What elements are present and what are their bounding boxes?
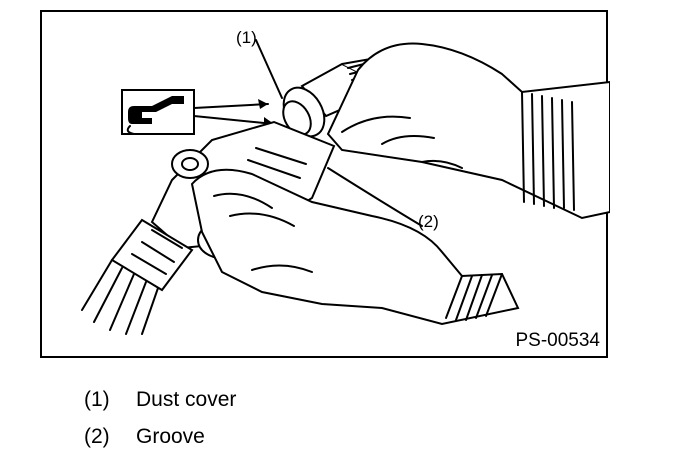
figure-code: PS-00534 — [515, 330, 600, 351]
lower-hand — [190, 168, 520, 326]
legend-item-2: (2) Groove — [84, 425, 205, 449]
callout-1-leader — [255, 39, 283, 99]
callout-2: (2) — [418, 212, 439, 231]
legend-item-1: (1) Dust cover — [84, 388, 236, 412]
callout-2-leader — [327, 167, 423, 227]
illustration-frame: (1) (2) PS-00534 — [40, 10, 610, 358]
rack-boot — [81, 218, 194, 335]
legend-number: (2) — [84, 425, 110, 448]
dust-cover — [282, 86, 326, 138]
callout-1: (1) — [236, 28, 257, 47]
legend-label: Groove — [136, 425, 205, 448]
legend-label: Dust cover — [136, 388, 237, 411]
legend-number: (1) — [84, 388, 110, 411]
indicator-arrows — [193, 99, 275, 127]
steering-gearbox-illustration — [81, 39, 610, 335]
upper-hand — [326, 42, 610, 220]
grease-applicator-icon — [121, 89, 195, 135]
